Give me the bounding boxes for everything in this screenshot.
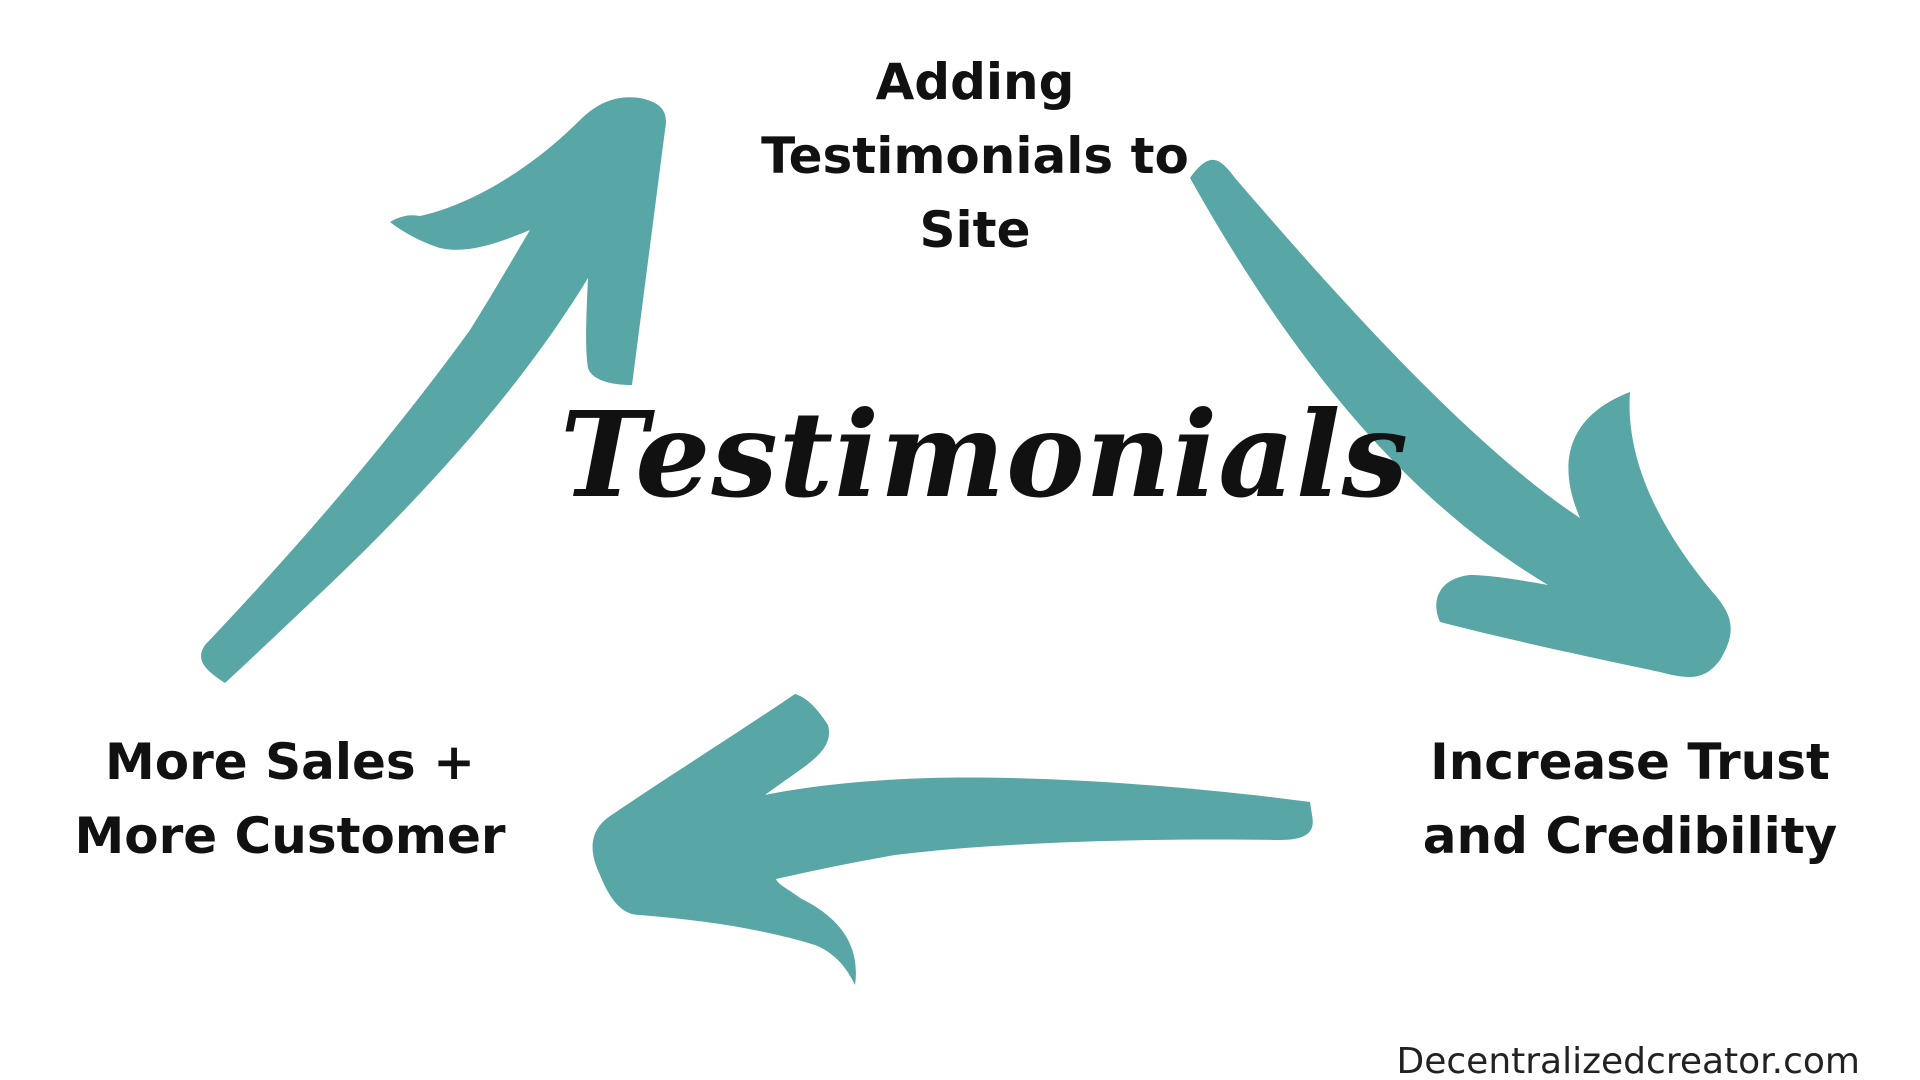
curved-arrow-left-icon xyxy=(592,694,1313,985)
node-adding-testimonials: Adding Testimonials to Site xyxy=(745,45,1205,267)
node-increase-trust-line-1: Increase Trust xyxy=(1430,733,1830,791)
node-more-sales-line-2: More Customer xyxy=(74,807,506,865)
node-more-sales-line-1: More Sales + xyxy=(105,733,475,791)
curved-arrow-down-right-icon xyxy=(1190,159,1731,677)
node-increase-trust-line-2: and Credibility xyxy=(1422,807,1838,865)
node-more-sales: More Sales + More Customer xyxy=(40,725,540,873)
diagram-title: Testimonials xyxy=(560,385,1410,524)
node-adding-testimonials-line-1: Adding xyxy=(875,53,1075,111)
node-adding-testimonials-line-2: Testimonials to xyxy=(761,127,1189,185)
node-increase-trust: Increase Trust and Credibility xyxy=(1380,725,1880,873)
node-adding-testimonials-line-3: Site xyxy=(919,201,1031,259)
curved-arrow-up-right-icon xyxy=(201,97,666,683)
footer-watermark: Decentralizedcreator.com xyxy=(1396,1041,1860,1080)
